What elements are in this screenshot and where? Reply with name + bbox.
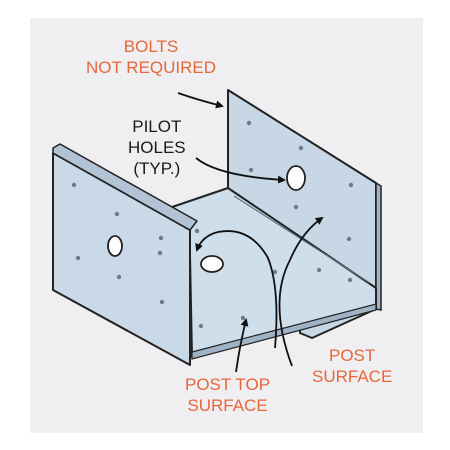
bolts-line-1: BOLTS xyxy=(123,37,179,56)
post-top-line-2: SURFACE xyxy=(187,396,268,415)
post-surface-line-2: SURFACE xyxy=(312,367,393,386)
bolts-line-2: NOT REQUIRED xyxy=(86,58,217,77)
pilot-hole xyxy=(157,250,163,256)
right-plate-holes xyxy=(246,120,354,242)
pilot-hole xyxy=(346,236,352,242)
leader-arrows xyxy=(177,92,324,373)
bolt-hole-bottom xyxy=(200,255,224,273)
arrow-post-surface xyxy=(278,216,324,367)
bolt-hole-left xyxy=(107,235,123,257)
post-top-line-1: POST TOP xyxy=(185,375,271,394)
arrow-post-top-surface xyxy=(235,318,249,373)
pilot-hole xyxy=(246,120,252,126)
pilot-hole xyxy=(194,228,200,234)
pilot-line-1: PILOT xyxy=(132,117,182,136)
pilot-hole xyxy=(248,167,254,173)
pilot-hole xyxy=(240,315,246,321)
post-top-surface-label: POST TOP SURFACE xyxy=(185,374,270,416)
right-plate-edge xyxy=(375,181,382,311)
post-surface-line-1: POST xyxy=(329,346,376,365)
pilot-holes-label: PILOT HOLES (TYP.) xyxy=(128,116,186,179)
left-plate-holes xyxy=(71,182,165,305)
pilot-line-2: HOLES xyxy=(128,138,186,157)
pilot-hole xyxy=(298,145,304,151)
arrow-pilot-holes xyxy=(195,157,286,184)
bolts-not-required-label: BOLTS NOT REQUIRED xyxy=(86,36,216,78)
bottom-plate-edge xyxy=(191,303,377,360)
pilot-hole xyxy=(114,211,120,217)
bolt-hole-right xyxy=(286,165,306,191)
post-surface-label: POST SURFACE xyxy=(312,345,392,387)
pilot-hole xyxy=(272,269,278,275)
pilot-hole xyxy=(75,255,81,261)
pilot-hole xyxy=(347,277,353,283)
pilot-hole xyxy=(158,235,164,241)
pilot-hole xyxy=(348,182,354,188)
pilot-line-3: (TYP.) xyxy=(133,159,181,178)
pilot-hole xyxy=(116,274,122,280)
pilot-hole xyxy=(71,182,77,188)
left-plate-edge xyxy=(52,143,198,231)
arrow-post-top-curve xyxy=(195,230,278,349)
pilot-hole xyxy=(198,323,204,329)
arrow-bolts xyxy=(177,92,224,109)
pilot-hole xyxy=(316,267,322,273)
pilot-hole xyxy=(293,204,299,210)
pilot-hole xyxy=(159,299,165,305)
